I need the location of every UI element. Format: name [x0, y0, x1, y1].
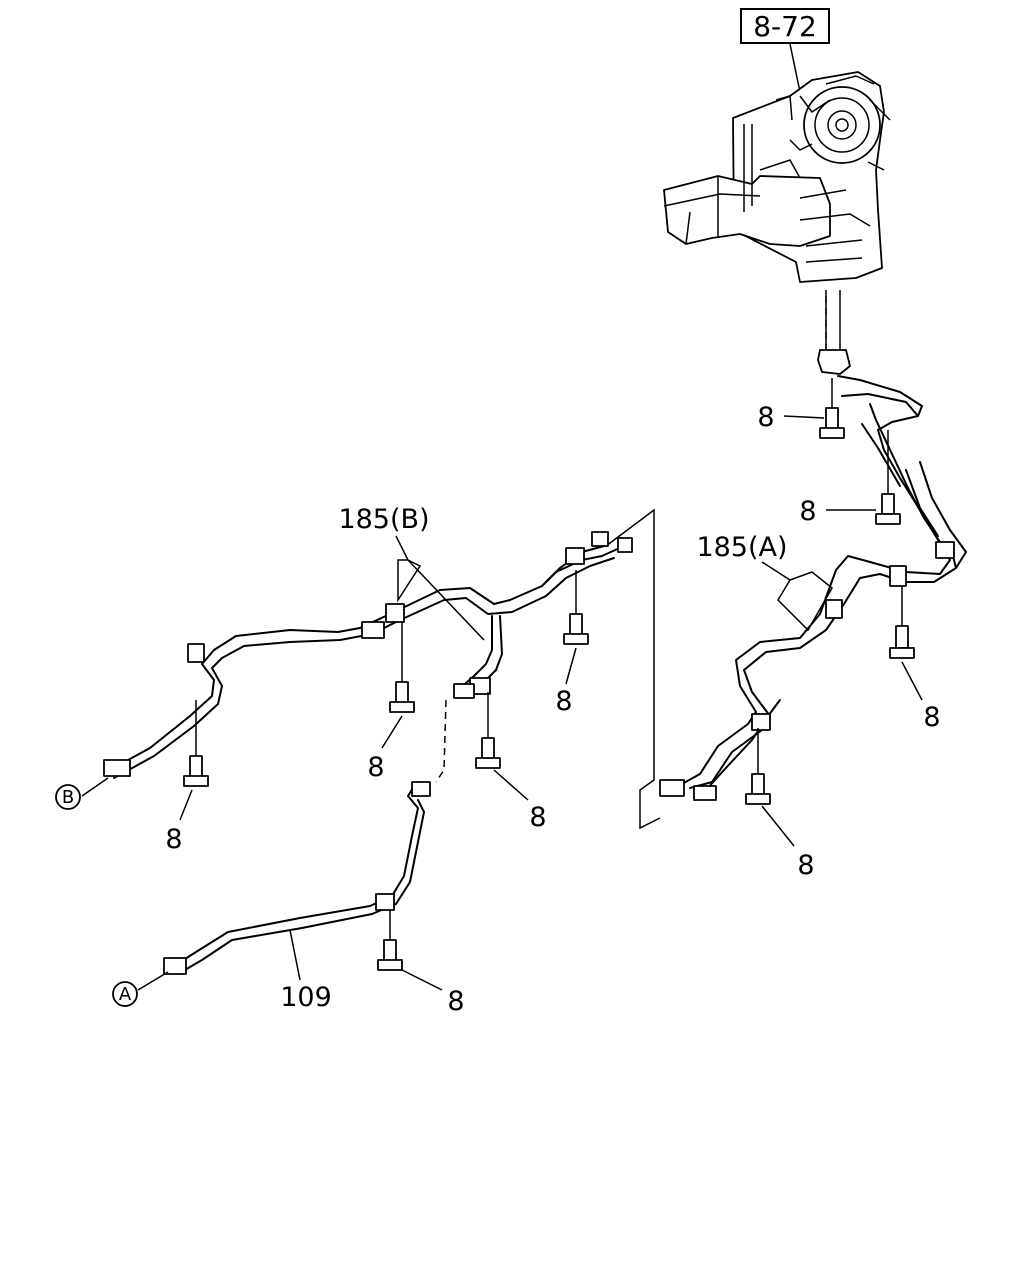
leader-bolt-4 — [761, 805, 795, 847]
connection-frame — [605, 508, 661, 830]
bolt-7[interactable] — [475, 737, 501, 769]
leader-bolt-1 — [783, 415, 825, 419]
label-bolt-8: 8 — [165, 824, 182, 855]
connector-a-label: A — [119, 984, 132, 1005]
clamp-185a-4 — [935, 541, 955, 559]
clamp-185b-4 — [565, 547, 585, 565]
label-bolt-3: 8 — [923, 702, 940, 733]
connector-a[interactable]: A — [112, 981, 138, 1007]
connector-b[interactable]: B — [55, 784, 81, 810]
clamp-185b-2 — [187, 643, 205, 663]
reference-box[interactable]: 8-72 — [740, 8, 830, 44]
bolt-4[interactable] — [745, 773, 771, 805]
reference-leader — [789, 43, 801, 93]
leader-connector-a — [137, 971, 169, 991]
label-bolt-2: 8 — [799, 496, 816, 527]
bolt-5[interactable] — [563, 613, 589, 645]
fitting-185b-3 — [591, 531, 609, 547]
bolt-6[interactable] — [389, 681, 415, 713]
fitting-185a-2 — [693, 785, 717, 801]
clamp-185a-1 — [889, 565, 907, 587]
label-185b: 185(B) — [338, 504, 429, 535]
clamp-185b-1 — [385, 603, 405, 623]
bolt-9[interactable] — [377, 939, 403, 971]
bolt-8[interactable] — [183, 755, 209, 787]
leader-bolt-9 — [401, 969, 443, 991]
leader-bolt-7 — [493, 769, 529, 801]
leader-bolt-5 — [565, 647, 577, 685]
leader-bolt-6 — [381, 715, 403, 749]
leader-connector-b — [81, 777, 109, 797]
connector-b-label: B — [62, 787, 74, 808]
fitting-185b-2 — [453, 683, 475, 699]
clamp-185a-2 — [825, 599, 843, 619]
label-bolt-6: 8 — [367, 752, 384, 783]
leader-109 — [289, 929, 301, 981]
clamp-185a-3 — [751, 713, 771, 731]
label-109: 109 — [280, 982, 332, 1013]
upper-clamp[interactable] — [817, 349, 923, 431]
label-bolt-9: 8 — [447, 986, 464, 1017]
label-bolt-7: 8 — [529, 802, 546, 833]
bolt-2[interactable] — [875, 493, 901, 525]
leader-185a — [761, 561, 833, 632]
label-185a: 185(A) — [696, 532, 787, 563]
label-bolt-5: 8 — [555, 686, 572, 717]
clamp-109 — [375, 893, 395, 911]
fitting-185b-1 — [361, 621, 385, 639]
dash-link-109 — [435, 699, 447, 783]
label-bolt-4: 8 — [797, 850, 814, 881]
bolt-1[interactable] — [819, 407, 845, 439]
reference-box-label: 8-72 — [753, 10, 817, 43]
bolt-3[interactable] — [889, 625, 915, 659]
fitting-185a-1 — [659, 779, 685, 797]
label-bolt-1: 8 — [757, 402, 774, 433]
leader-bolt-3 — [901, 661, 923, 701]
leader-185b — [395, 535, 485, 641]
fitting-185b-end — [103, 759, 131, 777]
heater-outlet-lines — [825, 290, 841, 350]
heater-unit[interactable] — [663, 71, 891, 283]
bolt-axes — [195, 378, 903, 940]
pipe-185b[interactable] — [109, 545, 625, 779]
leader-bolt-8 — [179, 789, 193, 821]
fitting-109-end — [163, 957, 187, 975]
fitting-109-top — [411, 781, 431, 797]
fitting-185b-4 — [617, 537, 633, 553]
